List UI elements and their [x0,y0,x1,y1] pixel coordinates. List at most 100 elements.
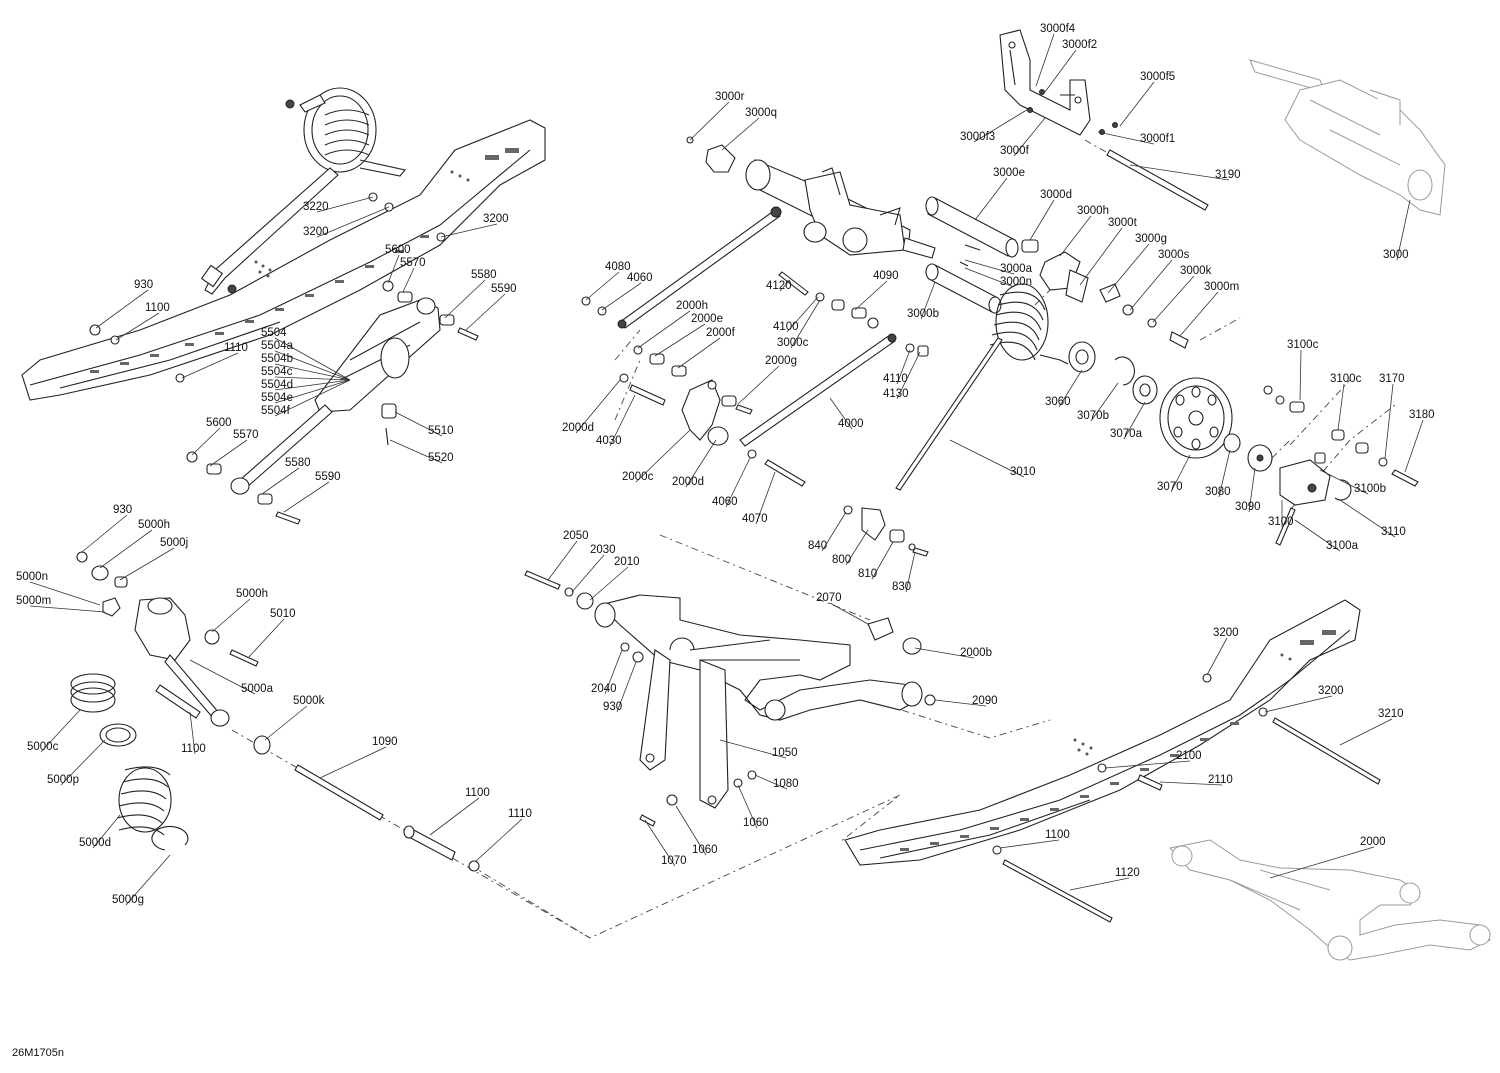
leader-line [1058,369,1083,408]
leader-line [949,439,1025,478]
leader-line [609,394,636,447]
leader-line [616,661,637,713]
part-callout-label: 5000c [27,741,59,753]
leader-line [635,429,691,483]
leader-line [429,797,480,836]
part-callout-label: 3000h [1077,205,1109,217]
leader-line [474,818,523,863]
part-callout-label: 3000 [1383,249,1409,261]
part-callout-label: 1110 [508,808,532,820]
part-callout-label: 3000k [1180,265,1212,277]
leader-line [211,598,251,633]
rear-arm-pivot-assembly [617,136,936,329]
leader-line [60,739,106,786]
leader-line [905,551,916,593]
part-callout-label: 3200 [483,213,509,225]
leader-line [571,554,605,593]
part-callout-label: 5504d [261,379,293,391]
part-callout-label: 3000n [1000,276,1032,288]
part-callout-label: 3200 [303,226,329,238]
part-callout-label: 1060 [692,844,718,856]
part-callout-label: 2010 [614,556,640,568]
leader-line [389,439,443,464]
leader-line [247,618,285,659]
leader-line [81,514,128,553]
leader-line [896,349,911,385]
lower-links [581,271,929,487]
part-callout-label: 4000 [838,418,864,430]
rear-shock-springs [70,673,189,851]
leader-line [871,541,894,580]
leader-line [934,699,987,707]
leader-line [440,223,498,238]
part-callout-label: 3200 [1213,627,1239,639]
part-callout-label: 2070 [816,592,842,604]
part-callout-label: 3000f2 [1062,39,1097,51]
part-callout-label: 3000r [715,91,745,103]
rear-axle [1106,149,1209,211]
part-callout-label: 5000a [241,683,274,695]
leader-line [95,289,149,329]
part-callout-label: 3100c [1287,339,1319,351]
leader-line [547,540,578,581]
part-callout-label: 5000g [112,894,144,906]
part-callout-label: 2000f [706,327,736,339]
part-callout-label: 5504c [261,366,293,378]
figure-code: 26M1705n [12,1047,64,1059]
part-callout-label: 3100b [1354,483,1386,495]
leader-line [316,196,374,213]
leader-line [189,659,256,695]
leader-line [1129,259,1173,311]
part-callout-label: 5000d [79,837,111,849]
leader-line [29,581,101,606]
part-callout-label: 3010 [1010,466,1036,478]
leader-line [685,439,717,488]
leader-line [854,280,888,311]
part-callout-label: 3000f [1000,145,1030,157]
part-callout-label: 1050 [772,747,798,759]
leader-line [394,411,443,437]
rear-shock-assembly [76,551,259,727]
part-callout-label: 1070 [661,855,687,867]
leader-line [821,511,847,552]
leader-line [274,337,351,381]
part-callout-label: 1100 [465,787,490,799]
leader-line [829,397,853,430]
leader-line [1104,760,1191,769]
leader-line [790,299,821,349]
part-callout-label: 3000f1 [1140,133,1175,145]
leader-line [974,177,1008,221]
leader-line [274,379,351,404]
part-callout-label: 5570 [400,257,426,269]
part-callout-label: 4080 [605,261,631,273]
leader-line [637,310,691,349]
leader-line [274,376,351,381]
part-callout-label: 3070a [1110,428,1143,440]
part-callout-label: 5504f [261,405,291,417]
leader-line [920,281,936,320]
part-callout-label: 2000b [960,647,992,659]
leader-line [964,267,1015,288]
pivot-tubes [925,196,1189,349]
part-callout-label: 3100c [1330,373,1362,385]
leader-line [1059,215,1092,257]
part-callout-label: 5504e [261,392,293,404]
front-arm-2000-reference [1169,839,1491,961]
part-callout-label: 3180 [1409,409,1435,421]
leader-line [444,279,486,319]
part-callout-label: 1080 [773,778,799,790]
leader-line [1069,877,1130,891]
part-callout-label: 930 [134,279,153,291]
leader-line [1107,243,1150,294]
part-callout-label: 1090 [372,736,398,748]
part-callout-label: 5570 [233,429,259,441]
front-arm-hardware [524,570,936,827]
leader-line [575,379,621,434]
leader-line [115,312,160,341]
stopper-clip [843,505,929,557]
part-callout-label: 4060 [627,272,653,284]
leader-line [754,774,788,790]
part-callout-label: 4130 [883,388,909,400]
leader-line [274,379,351,391]
part-callout-label: 2000h [676,300,708,312]
